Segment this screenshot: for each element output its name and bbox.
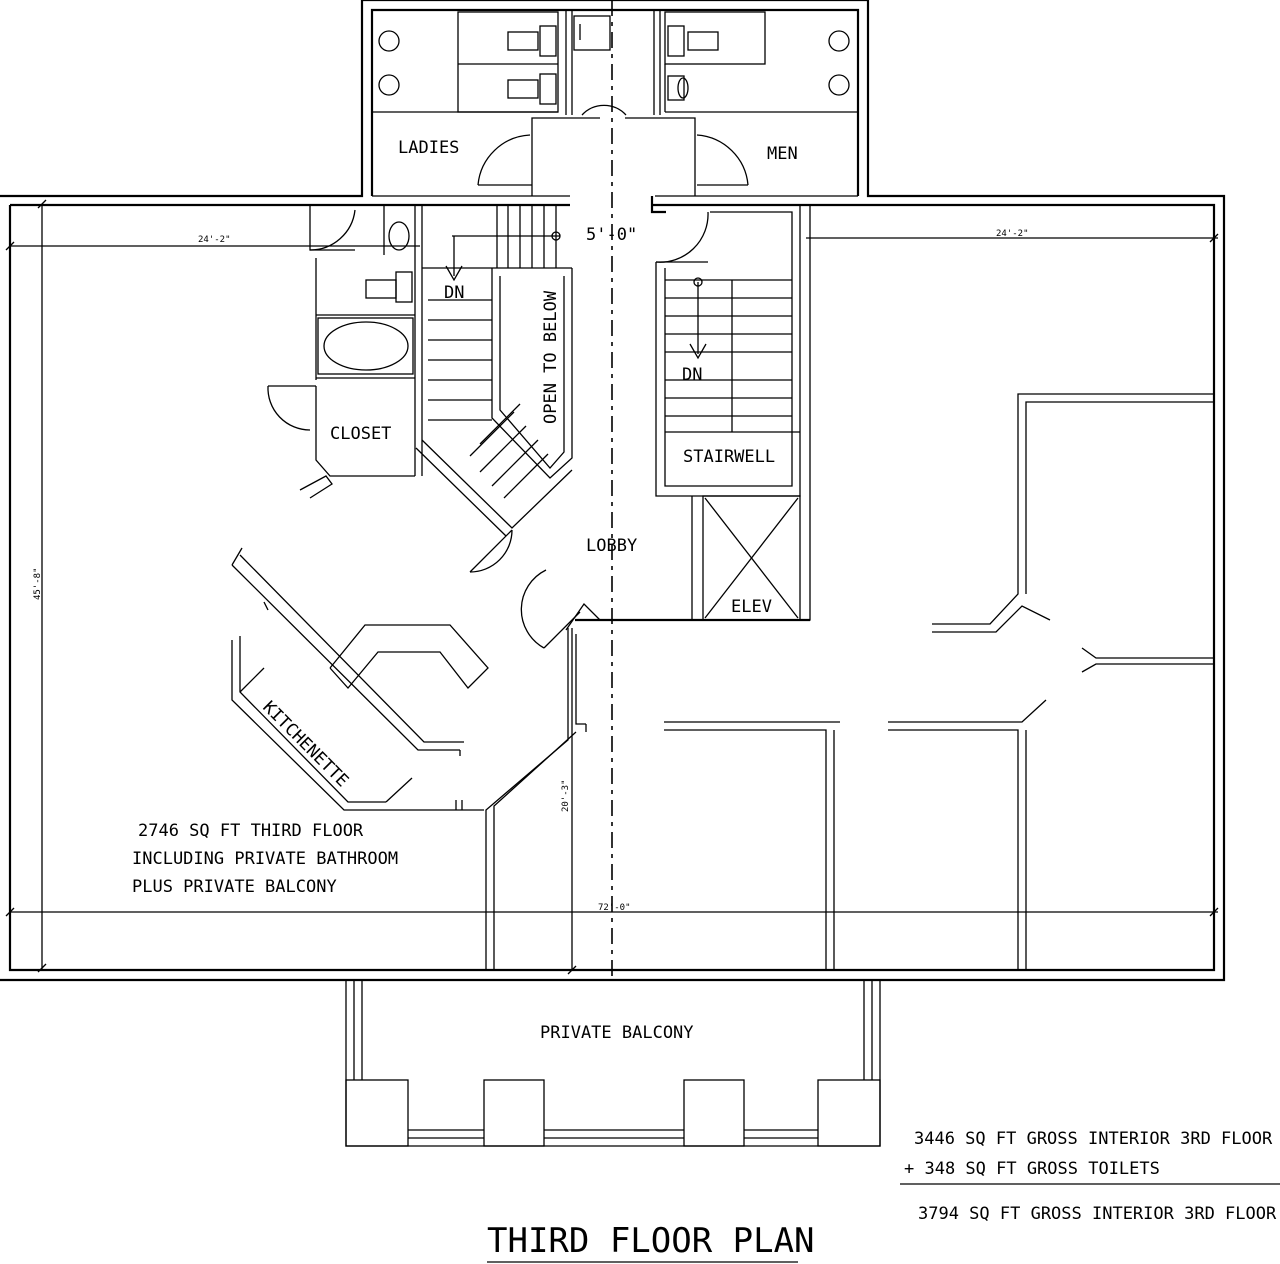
- lobby-doors: [469, 529, 601, 649]
- summary-line-3: 3794 SQ FT GROSS INTERIOR 3RD FLOOR: [918, 1204, 1277, 1224]
- open-to-below-label: OPEN TO BELOW: [541, 290, 561, 424]
- area-note-line-1: 2746 SQ FT THIRD FLOOR: [138, 821, 364, 841]
- balcony-depth-dimension: 20'-3": [561, 779, 571, 812]
- kitchenette: [231, 547, 489, 811]
- room-label-lobby: LOBBY: [586, 536, 637, 556]
- center-stair: [415, 205, 573, 537]
- corridor-dimension: 5'-0": [586, 225, 637, 245]
- summary-line-2: + 348 SQ FT GROSS TOILETS: [904, 1159, 1160, 1179]
- private-bathroom: [267, 205, 423, 499]
- partition-walls: [485, 393, 1214, 970]
- down-arrow-label-right: DN: [682, 365, 702, 385]
- room-label-private-balcony: PRIVATE BALCONY: [540, 1023, 694, 1043]
- right-width-dimension: 24'-2": [996, 229, 1029, 239]
- toilet-block: [372, 10, 858, 196]
- dimension-lines: [5, 199, 1280, 1263]
- room-label-elev: ELEV: [731, 597, 772, 617]
- area-note-line-2: INCLUDING PRIVATE BATHROOM: [132, 849, 398, 869]
- area-note-line-3: PLUS PRIVATE BALCONY: [132, 877, 337, 897]
- room-label-closet: CLOSET: [330, 424, 391, 444]
- balcony: [345, 980, 881, 1147]
- exterior-walls: [0, 0, 1226, 982]
- stairwell: [575, 196, 811, 622]
- room-label-stairwell: STAIRWELL: [683, 447, 775, 467]
- drawing-title: THIRD FLOOR PLAN: [487, 1221, 815, 1261]
- room-label-ladies: LADIES: [398, 138, 459, 158]
- left-width-dimension: 24'-2": [198, 235, 231, 245]
- overall-depth-dimension: 45'-8": [33, 567, 43, 600]
- summary-line-1: 3446 SQ FT GROSS INTERIOR 3RD FLOOR: [914, 1129, 1273, 1149]
- down-arrow-label-left: DN: [444, 283, 464, 303]
- room-label-men: MEN: [767, 144, 798, 164]
- room-label-kitchenette: KITCHENETTE: [258, 697, 352, 791]
- overall-width-dimension: 72'-0": [598, 903, 631, 913]
